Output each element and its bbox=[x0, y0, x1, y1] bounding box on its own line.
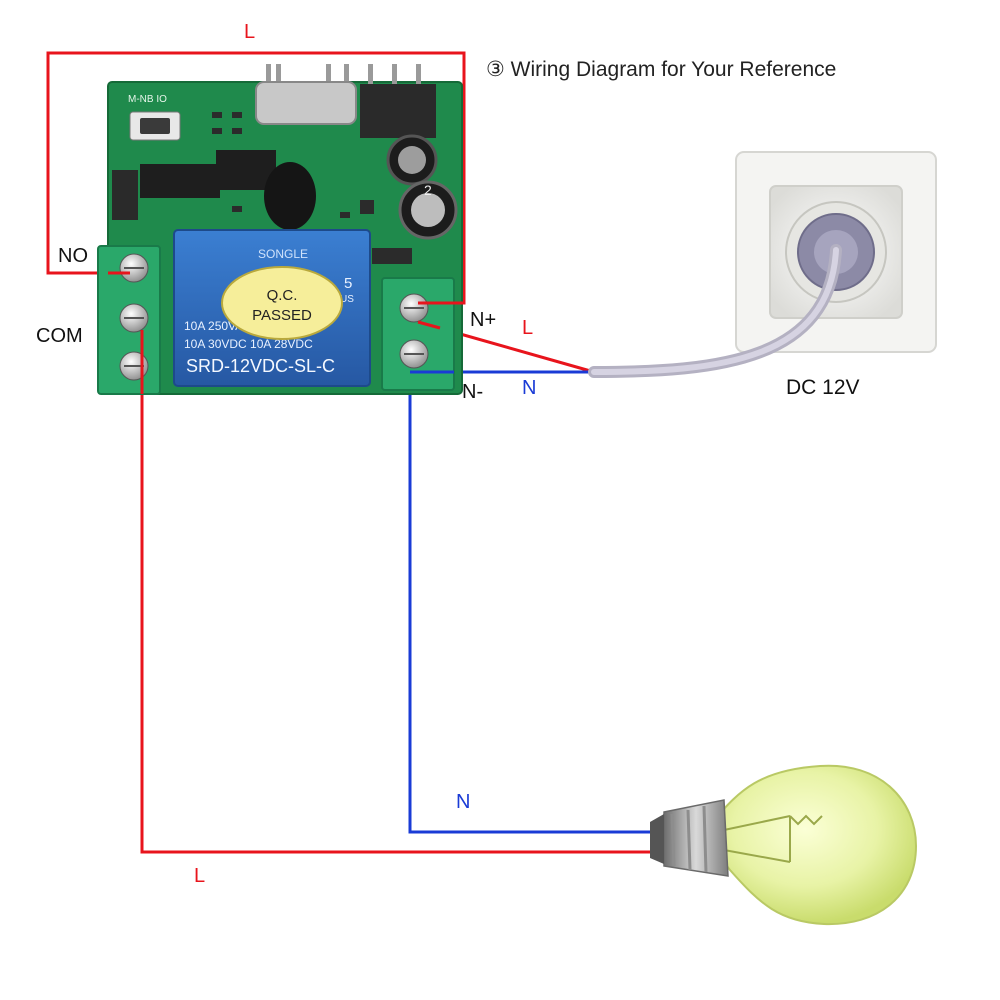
relay-rating-2: 10A 30VDC 10A 28VDC bbox=[184, 337, 313, 351]
diagram-title: ③ Wiring Diagram for Your Reference bbox=[486, 58, 836, 81]
light-bulb bbox=[650, 764, 918, 926]
capacitor-mark: 2 bbox=[424, 182, 432, 198]
qc-sticker-line1: Q.C. bbox=[267, 287, 298, 304]
label-n-supply: N bbox=[522, 377, 536, 399]
relay-model: SRD-12VDC-SL-C bbox=[186, 356, 335, 376]
label-com-terminal: COM bbox=[36, 325, 83, 347]
live-wire-bulb bbox=[140, 330, 660, 854]
label-no-terminal: NO bbox=[58, 245, 88, 267]
label-l-bulb: L bbox=[194, 865, 205, 887]
relay-pin-mark: 5 bbox=[344, 275, 352, 292]
header-connector bbox=[360, 84, 436, 138]
neutral-wire-bulb bbox=[408, 372, 660, 834]
wire-terminal-ends bbox=[108, 271, 464, 394]
transistor bbox=[112, 170, 138, 220]
bulb-glass bbox=[712, 764, 918, 926]
board-silkscreen: M-NB IO bbox=[128, 94, 167, 105]
label-l-supply: L bbox=[522, 317, 533, 339]
qc-sticker-line2: PASSED bbox=[252, 307, 312, 324]
relay-brand: SONGLE bbox=[258, 247, 308, 261]
ic-chip bbox=[140, 164, 220, 198]
relay-module: M-NB IO 2 SONGLE 5 US 10A 250VAC 15A 125… bbox=[97, 64, 463, 395]
label-n-plus-terminal: N+ bbox=[470, 309, 496, 331]
label-top-wire-l: L bbox=[244, 21, 255, 43]
terminal-screws-right bbox=[399, 293, 429, 369]
crystal-oscillator bbox=[255, 81, 357, 125]
bulb-base bbox=[650, 799, 729, 877]
qc-sticker bbox=[221, 266, 343, 340]
relay-region-mark: US bbox=[340, 294, 354, 305]
bulb-filament bbox=[723, 814, 823, 863]
label-power-source: DC 12V bbox=[786, 376, 860, 399]
label-n-minus-terminal: N- bbox=[462, 381, 483, 403]
antenna-coil bbox=[264, 162, 316, 230]
pin-header bbox=[266, 64, 421, 84]
label-n-bulb: N bbox=[456, 791, 470, 813]
